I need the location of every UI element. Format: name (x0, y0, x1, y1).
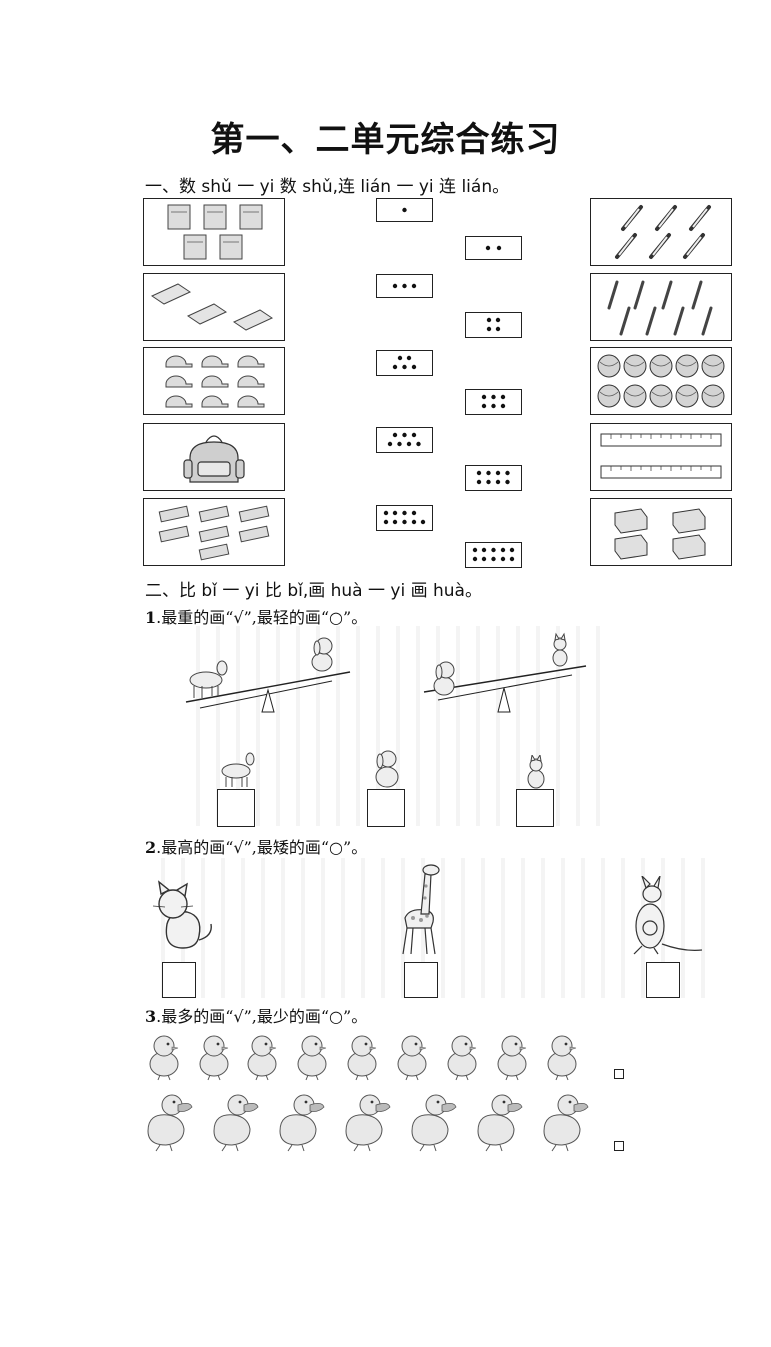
pencil-icon (615, 205, 711, 259)
dog-icon (375, 750, 399, 788)
answer-box-dog[interactable] (367, 789, 405, 827)
dot-card-4[interactable] (465, 312, 522, 338)
duck-icon (279, 1094, 325, 1152)
answer-box-cat[interactable] (516, 789, 554, 827)
question-1-text: .最重的画“√”,最轻的画“○”。 (156, 608, 368, 627)
backpack-icon (183, 435, 245, 483)
dot-card-10[interactable] (465, 542, 522, 568)
question-3-number: 3 (145, 1007, 157, 1026)
question-1-prompt: 1.最重的画“√”,最轻的画“○”。 (145, 604, 367, 628)
pencil-case-icon (158, 505, 270, 561)
cap-icon (165, 355, 265, 408)
duck-icon (477, 1094, 523, 1152)
answer-box-chicks[interactable] (614, 1069, 624, 1079)
section-1-heading: 一、数 shǔ 一 yi 数 shǔ,连 lián 一 yi 连 lián。 (145, 177, 510, 197)
cat-icon (552, 632, 568, 667)
question-3-text: .最多的画“√”,最少的画“○”。 (156, 1007, 368, 1026)
right-picture-pencils[interactable] (590, 198, 732, 266)
chick-icon (497, 1035, 527, 1081)
duck-icon (147, 1094, 193, 1152)
dog-icon (433, 661, 455, 696)
dot-card-1[interactable] (376, 198, 433, 222)
sharpener-icon (614, 508, 706, 560)
question-2-number: 2 (145, 838, 157, 857)
dot-card-9[interactable] (376, 505, 433, 531)
chick-icon (397, 1035, 427, 1081)
answer-box-goat[interactable] (217, 789, 255, 827)
chick-icon (149, 1035, 179, 1081)
left-picture-backpack[interactable] (143, 423, 285, 491)
dot-card-8[interactable] (465, 465, 522, 491)
pen-icon (607, 280, 713, 336)
giraffe-icon (402, 864, 440, 955)
kangaroo-icon (633, 876, 703, 955)
answer-box-kangaroo[interactable] (646, 962, 680, 998)
left-picture-pencil-cases[interactable] (143, 498, 285, 566)
right-picture-rulers[interactable] (590, 423, 732, 491)
duck-icon (411, 1094, 457, 1152)
ball-icon (597, 354, 725, 408)
seesaw-goat-dog (185, 637, 351, 713)
chick-icon (347, 1035, 377, 1081)
duck-icon (345, 1094, 391, 1152)
section-2-heading: 二、比 bǐ 一 yi 比 bǐ,画 huà 一 yi 画 huà。 (145, 581, 482, 601)
question-2-text: .最高的画“√”,最矮的画“○”。 (156, 838, 368, 857)
answer-box-ducks[interactable] (614, 1141, 624, 1151)
duck-icon (543, 1094, 589, 1152)
answer-box-cat-height[interactable] (162, 962, 196, 998)
dot-card-7[interactable] (376, 427, 433, 453)
seesaw-dog-cat (423, 632, 587, 713)
left-picture-erasers[interactable] (143, 273, 285, 341)
chick-icon (447, 1035, 477, 1081)
left-picture-caps[interactable] (143, 347, 285, 415)
page-title: 第一、二单元综合练习 (210, 120, 561, 160)
cat-icon (527, 755, 545, 789)
question-3-prompt: 3.最多的画“√”,最少的画“○”。 (145, 1003, 367, 1027)
question-2-prompt: 2.最高的画“√”,最矮的画“○”。 (145, 834, 367, 858)
book-icon (167, 204, 263, 260)
dot-card-3[interactable] (376, 274, 433, 298)
ruler-icon (600, 433, 722, 479)
dot-card-5[interactable] (376, 350, 433, 376)
chick-icon (247, 1035, 277, 1081)
cat-icon (152, 880, 212, 949)
chick-icon (297, 1035, 327, 1081)
chick-icon (547, 1035, 577, 1081)
right-picture-pens[interactable] (590, 273, 732, 341)
right-picture-sharpeners[interactable] (590, 498, 732, 566)
dog-icon (311, 637, 333, 672)
chick-icon (199, 1035, 229, 1081)
chick-row (140, 1030, 590, 1082)
dot-card-2[interactable] (465, 236, 522, 260)
dot-card-6[interactable] (465, 389, 522, 415)
question-1-number: 1 (145, 608, 157, 627)
goat-icon (189, 660, 228, 698)
eraser-icon (150, 283, 274, 331)
duck-row (140, 1087, 595, 1153)
duck-icon (213, 1094, 259, 1152)
left-picture-books[interactable] (143, 198, 285, 266)
goat-icon (221, 752, 255, 787)
answer-box-giraffe[interactable] (404, 962, 438, 998)
right-picture-balls[interactable] (590, 347, 732, 415)
